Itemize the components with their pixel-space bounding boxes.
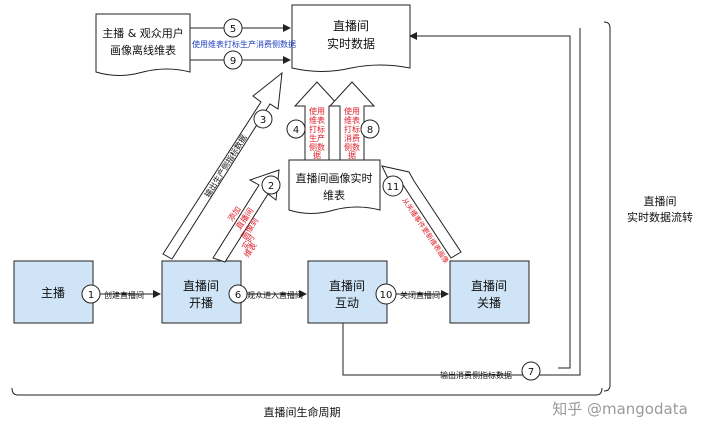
node-realtime-dim: 直播间画像实时 维表 <box>288 159 381 214</box>
label-use-dim-produce: 使用 维表 打标 生产 侧数 据 <box>309 106 325 160</box>
label-output-consume: 输出消费侧指标数据 <box>440 370 512 380</box>
svg-text:据: 据 <box>348 150 356 160</box>
svg-text:打标: 打标 <box>309 124 325 134</box>
step-circle-3: 3 <box>253 109 273 129</box>
svg-text:维表: 维表 <box>309 115 325 125</box>
step-circle-7: 7 <box>521 361 541 381</box>
svg-text:使用: 使用 <box>309 106 325 116</box>
step-circle-9: 9 <box>223 50 243 70</box>
edge-output-consume-lower <box>342 323 558 376</box>
arrow-use-dim-produce <box>293 81 341 161</box>
svg-text:8: 8 <box>367 125 373 136</box>
edge-output-consume <box>409 32 571 369</box>
svg-text:直播间: 直播间 <box>644 194 677 208</box>
svg-text:主播: 主播 <box>41 286 65 300</box>
step-circle-6: 6 <box>228 284 248 304</box>
arrow-use-dim-consume <box>328 81 376 161</box>
bracket-bottom <box>11 387 603 396</box>
svg-text:互动: 互动 <box>335 296 359 310</box>
svg-text:4: 4 <box>293 125 299 136</box>
step-circle-5: 5 <box>223 18 243 38</box>
label-close-room: 关闭直播间 <box>400 290 440 300</box>
svg-text:生产: 生产 <box>309 133 325 143</box>
step-circle-2: 2 <box>261 175 281 195</box>
svg-text:消费: 消费 <box>344 133 360 143</box>
svg-text:开播: 开播 <box>189 296 213 310</box>
svg-text:维表: 维表 <box>344 115 360 125</box>
svg-text:6: 6 <box>235 290 241 301</box>
node-anchor: 主播 <box>13 260 94 324</box>
svg-text:直播间画像实时: 直播间画像实时 <box>296 171 373 185</box>
bracket-right <box>603 21 611 392</box>
node-interact: 直播间 互动 <box>307 260 388 324</box>
node-realtime-data: 直播间 实时数据 <box>291 4 411 72</box>
svg-text:3: 3 <box>260 115 266 126</box>
svg-text:主播 & 观众用户: 主播 & 观众用户 <box>102 26 184 40</box>
node-close: 直播间 关播 <box>449 260 530 324</box>
edge-output-consume-outer <box>558 28 581 376</box>
svg-text:输出生产侧指标数据: 输出生产侧指标数据 <box>202 133 249 199</box>
svg-text:直播间: 直播间 <box>329 279 365 293</box>
svg-text:画像离线维表: 画像离线维表 <box>110 43 176 57</box>
label-lifecycle: 直播间生命周期 <box>264 405 341 419</box>
svg-text:维表: 维表 <box>323 188 345 202</box>
svg-text:直播间: 直播间 <box>183 279 219 293</box>
watermark: 知乎 @mangodata <box>552 400 688 418</box>
svg-text:据: 据 <box>313 150 321 160</box>
label-realtime-flow: 直播间 实时数据流转 <box>627 194 693 224</box>
svg-text:关播: 关播 <box>477 296 501 310</box>
svg-text:使用: 使用 <box>344 106 360 116</box>
label-viewer-enter: 观众进入直播间 <box>247 290 303 300</box>
svg-text:5: 5 <box>230 24 236 35</box>
step-circle-10: 10 <box>375 283 397 305</box>
svg-text:9: 9 <box>230 56 236 67</box>
svg-text:直播间: 直播间 <box>471 279 507 293</box>
svg-text:侧数: 侧数 <box>344 142 360 152</box>
svg-text:直播间: 直播间 <box>333 19 369 33</box>
arrow-output-produce: 输出生产侧指标数据 <box>162 71 283 260</box>
label-use-dim-consume: 使用 维表 打标 消费 侧数 据 <box>344 106 360 160</box>
svg-text:实时数据流转: 实时数据流转 <box>627 210 693 224</box>
svg-text:7: 7 <box>528 367 534 378</box>
label-use-dim-offline: 使用维表打标生产消费侧数据 <box>192 39 296 49</box>
svg-text:侧数: 侧数 <box>309 142 325 152</box>
step-circle-4: 4 <box>286 119 306 139</box>
svg-text:打标: 打标 <box>344 124 360 134</box>
svg-text:2: 2 <box>268 181 274 192</box>
node-offline-dim: 主播 & 观众用户 画像离线维表 <box>95 13 191 76</box>
step-circle-1: 1 <box>81 284 101 304</box>
step-circle-8: 8 <box>360 119 380 139</box>
svg-text:1: 1 <box>88 290 94 301</box>
svg-text:11: 11 <box>387 182 400 193</box>
step-circle-11: 11 <box>382 175 404 197</box>
label-create-room: 创建直播间 <box>104 290 144 300</box>
node-open: 直播间 开播 <box>161 260 242 324</box>
svg-text:实时数据: 实时数据 <box>327 36 375 51</box>
svg-text:10: 10 <box>380 290 393 301</box>
